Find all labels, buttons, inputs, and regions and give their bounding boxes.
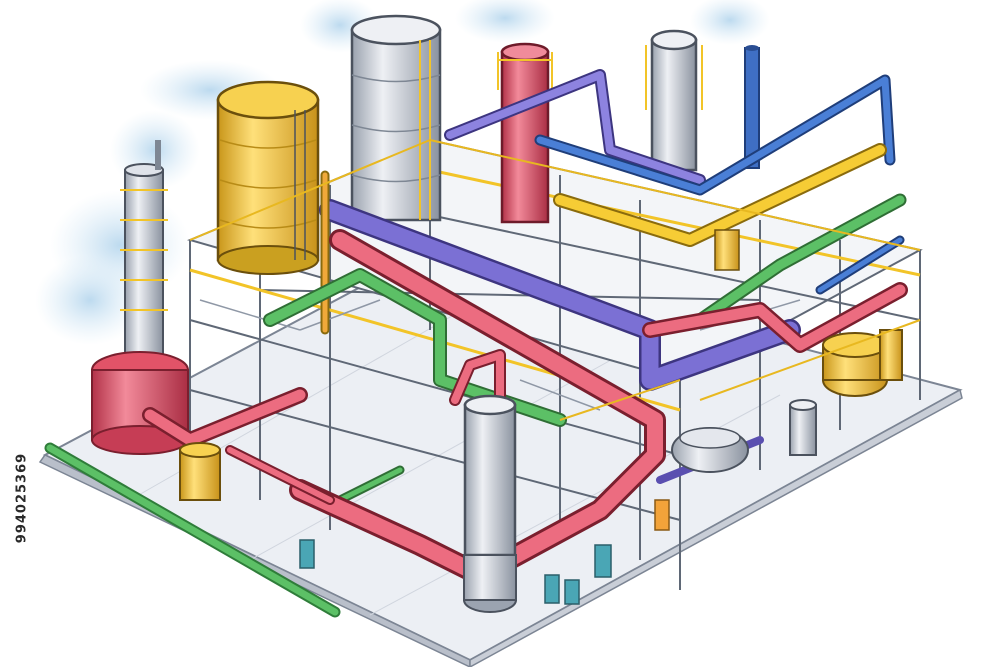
center-silver-tank (463, 394, 517, 613)
yellow-storage-tank (216, 80, 320, 275)
ground-equipment (299, 499, 670, 605)
red-pipes (142, 229, 908, 586)
blue-chimney (744, 45, 760, 169)
lower-left-yellow-tank (179, 442, 221, 501)
tall-silver-silo (350, 14, 442, 222)
stock-id-label: 994025369 (14, 452, 30, 544)
ground-pipe-green (44, 442, 341, 618)
right-grey-vessels (671, 399, 817, 473)
green-pipes (263, 193, 907, 505)
left-distillation-tower (91, 140, 189, 455)
blue-pipes (534, 74, 905, 295)
railings (189, 139, 921, 421)
right-silver-column (645, 29, 703, 172)
red-column (497, 42, 553, 224)
yellow-pipes (320, 143, 887, 335)
